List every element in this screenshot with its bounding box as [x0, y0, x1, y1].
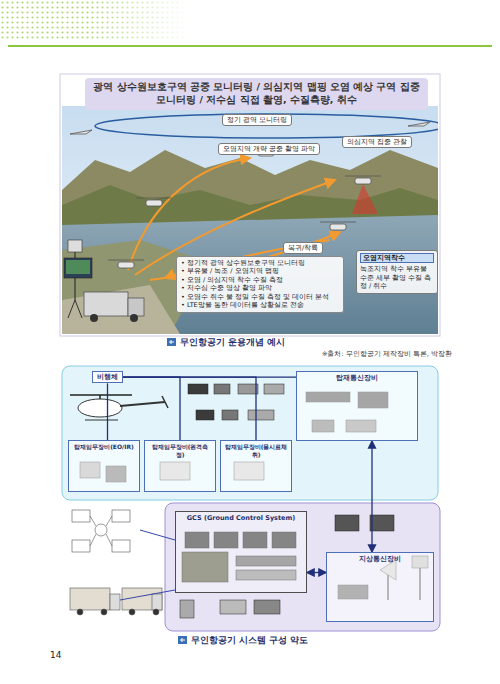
node-text: • 저수심 수중 영상 촬영 파악 [181, 284, 339, 292]
caption-icon [178, 636, 187, 644]
node-text: • 부유물 / 녹조 / 오염지역 맵핑 [181, 267, 339, 275]
aircraft-box: 비행체 [92, 371, 123, 383]
payload-box: 탑재임무장비(물시료채취) [220, 440, 292, 492]
caption-text: 무인항공기 시스템 구성 약도 [191, 635, 308, 647]
connector [307, 572, 326, 573]
gcs-box: GCS (Ground Control System) [175, 511, 307, 593]
label-holder: 14 [50, 650, 61, 660]
node-text: 의심지역 집중 관찰 [347, 138, 407, 146]
route-label: 복귀/착륙 [283, 242, 323, 254]
node-text: • LTE망을 통한 데이터를 상황실로 전송 [181, 301, 339, 309]
payload-box: 탑재임무장비(원격측정) [144, 440, 216, 492]
connector [123, 377, 180, 440]
network-and-vans [70, 510, 175, 615]
page-number: 14 [50, 650, 61, 660]
payload-box: 탑재임무장비(EO/IR) [68, 440, 140, 492]
node-text: 탑재임무장비(EO/IR) [72, 443, 136, 451]
photo [62, 106, 438, 334]
caption-text: 무인항공기 운용개념 예시 [180, 337, 285, 349]
bullet-box: • 정기적 광역 상수원보호구역 모니터링• 부유물 / 녹조 / 오염지역 맵… [176, 256, 344, 313]
dot-pattern [0, 0, 190, 40]
helicopter [70, 395, 168, 420]
node-text: 복귀/착륙 [288, 244, 318, 252]
connector [107, 383, 108, 440]
node-text: • 오염수 취수 물 정밀 수질 측정 및 데이터 분석 [181, 293, 339, 301]
ground-segment-panel [165, 503, 440, 631]
caption-icon [167, 338, 176, 346]
node-text: 지상통신장비 [330, 555, 430, 563]
title-text: 광역 상수원보호구역 공중 모니터링 / 의심지역 맵핑 오염 예상 구역 집중… [93, 81, 420, 107]
caption: 무인항공기 운용개념 예시 [180, 337, 285, 349]
node-text: 탑재임무장비(물시료채취) [224, 443, 288, 459]
connector [371, 441, 372, 552]
route-label: 의심지역 집중 관찰 [342, 136, 412, 148]
source-note: ※출처: 무인항공기 제작장비 특론, 박장환 [322, 350, 452, 359]
header-rule [8, 45, 492, 47]
node-text: 탑재통신장비 [300, 374, 414, 382]
connector [123, 377, 256, 440]
title-banner: 광역 상수원보호구역 공중 모니터링 / 의심지역 맵핑 오염 예상 구역 집중… [85, 78, 428, 110]
node-text: 비행체 [97, 373, 118, 381]
node-text: 녹조지역 착수 부유물 수준 세부 촬영 수질 측정 / 취수 [360, 265, 434, 290]
landing-note: 오염지역착수녹조지역 착수 부유물 수준 세부 촬영 수질 측정 / 취수 [356, 250, 438, 294]
air-segment-panel [62, 366, 438, 500]
node-text: • 오염 / 의심지역 착수 수질 측정 [181, 276, 339, 284]
figure-frame [60, 74, 440, 336]
label-holder: 무인항공기 시스템 구성 약도 [191, 635, 308, 647]
node-heading: 오염지역착수 [360, 253, 434, 263]
node-text: 탑재임무장비(원격측정) [148, 443, 212, 459]
node-text: GCS (Ground Control System) [179, 514, 303, 522]
route-label: 오염지역 개략 공중 촬영 파악 [218, 143, 320, 155]
node-text: 정기 광역 모니터링 [227, 116, 287, 124]
node-text: • 정기적 광역 상수원보호구역 모니터링 [181, 259, 339, 267]
label-holder: ※출처: 무인항공기 제작장비 특론, 박장환 [322, 350, 452, 359]
route-label: 정기 광역 모니터링 [222, 114, 292, 126]
ground-datalink-box: 지상통신장비 [326, 552, 434, 622]
datalink-box: 탑재통신장비 [296, 371, 418, 441]
node-text: 오염지역 개략 공중 촬영 파악 [223, 145, 315, 153]
